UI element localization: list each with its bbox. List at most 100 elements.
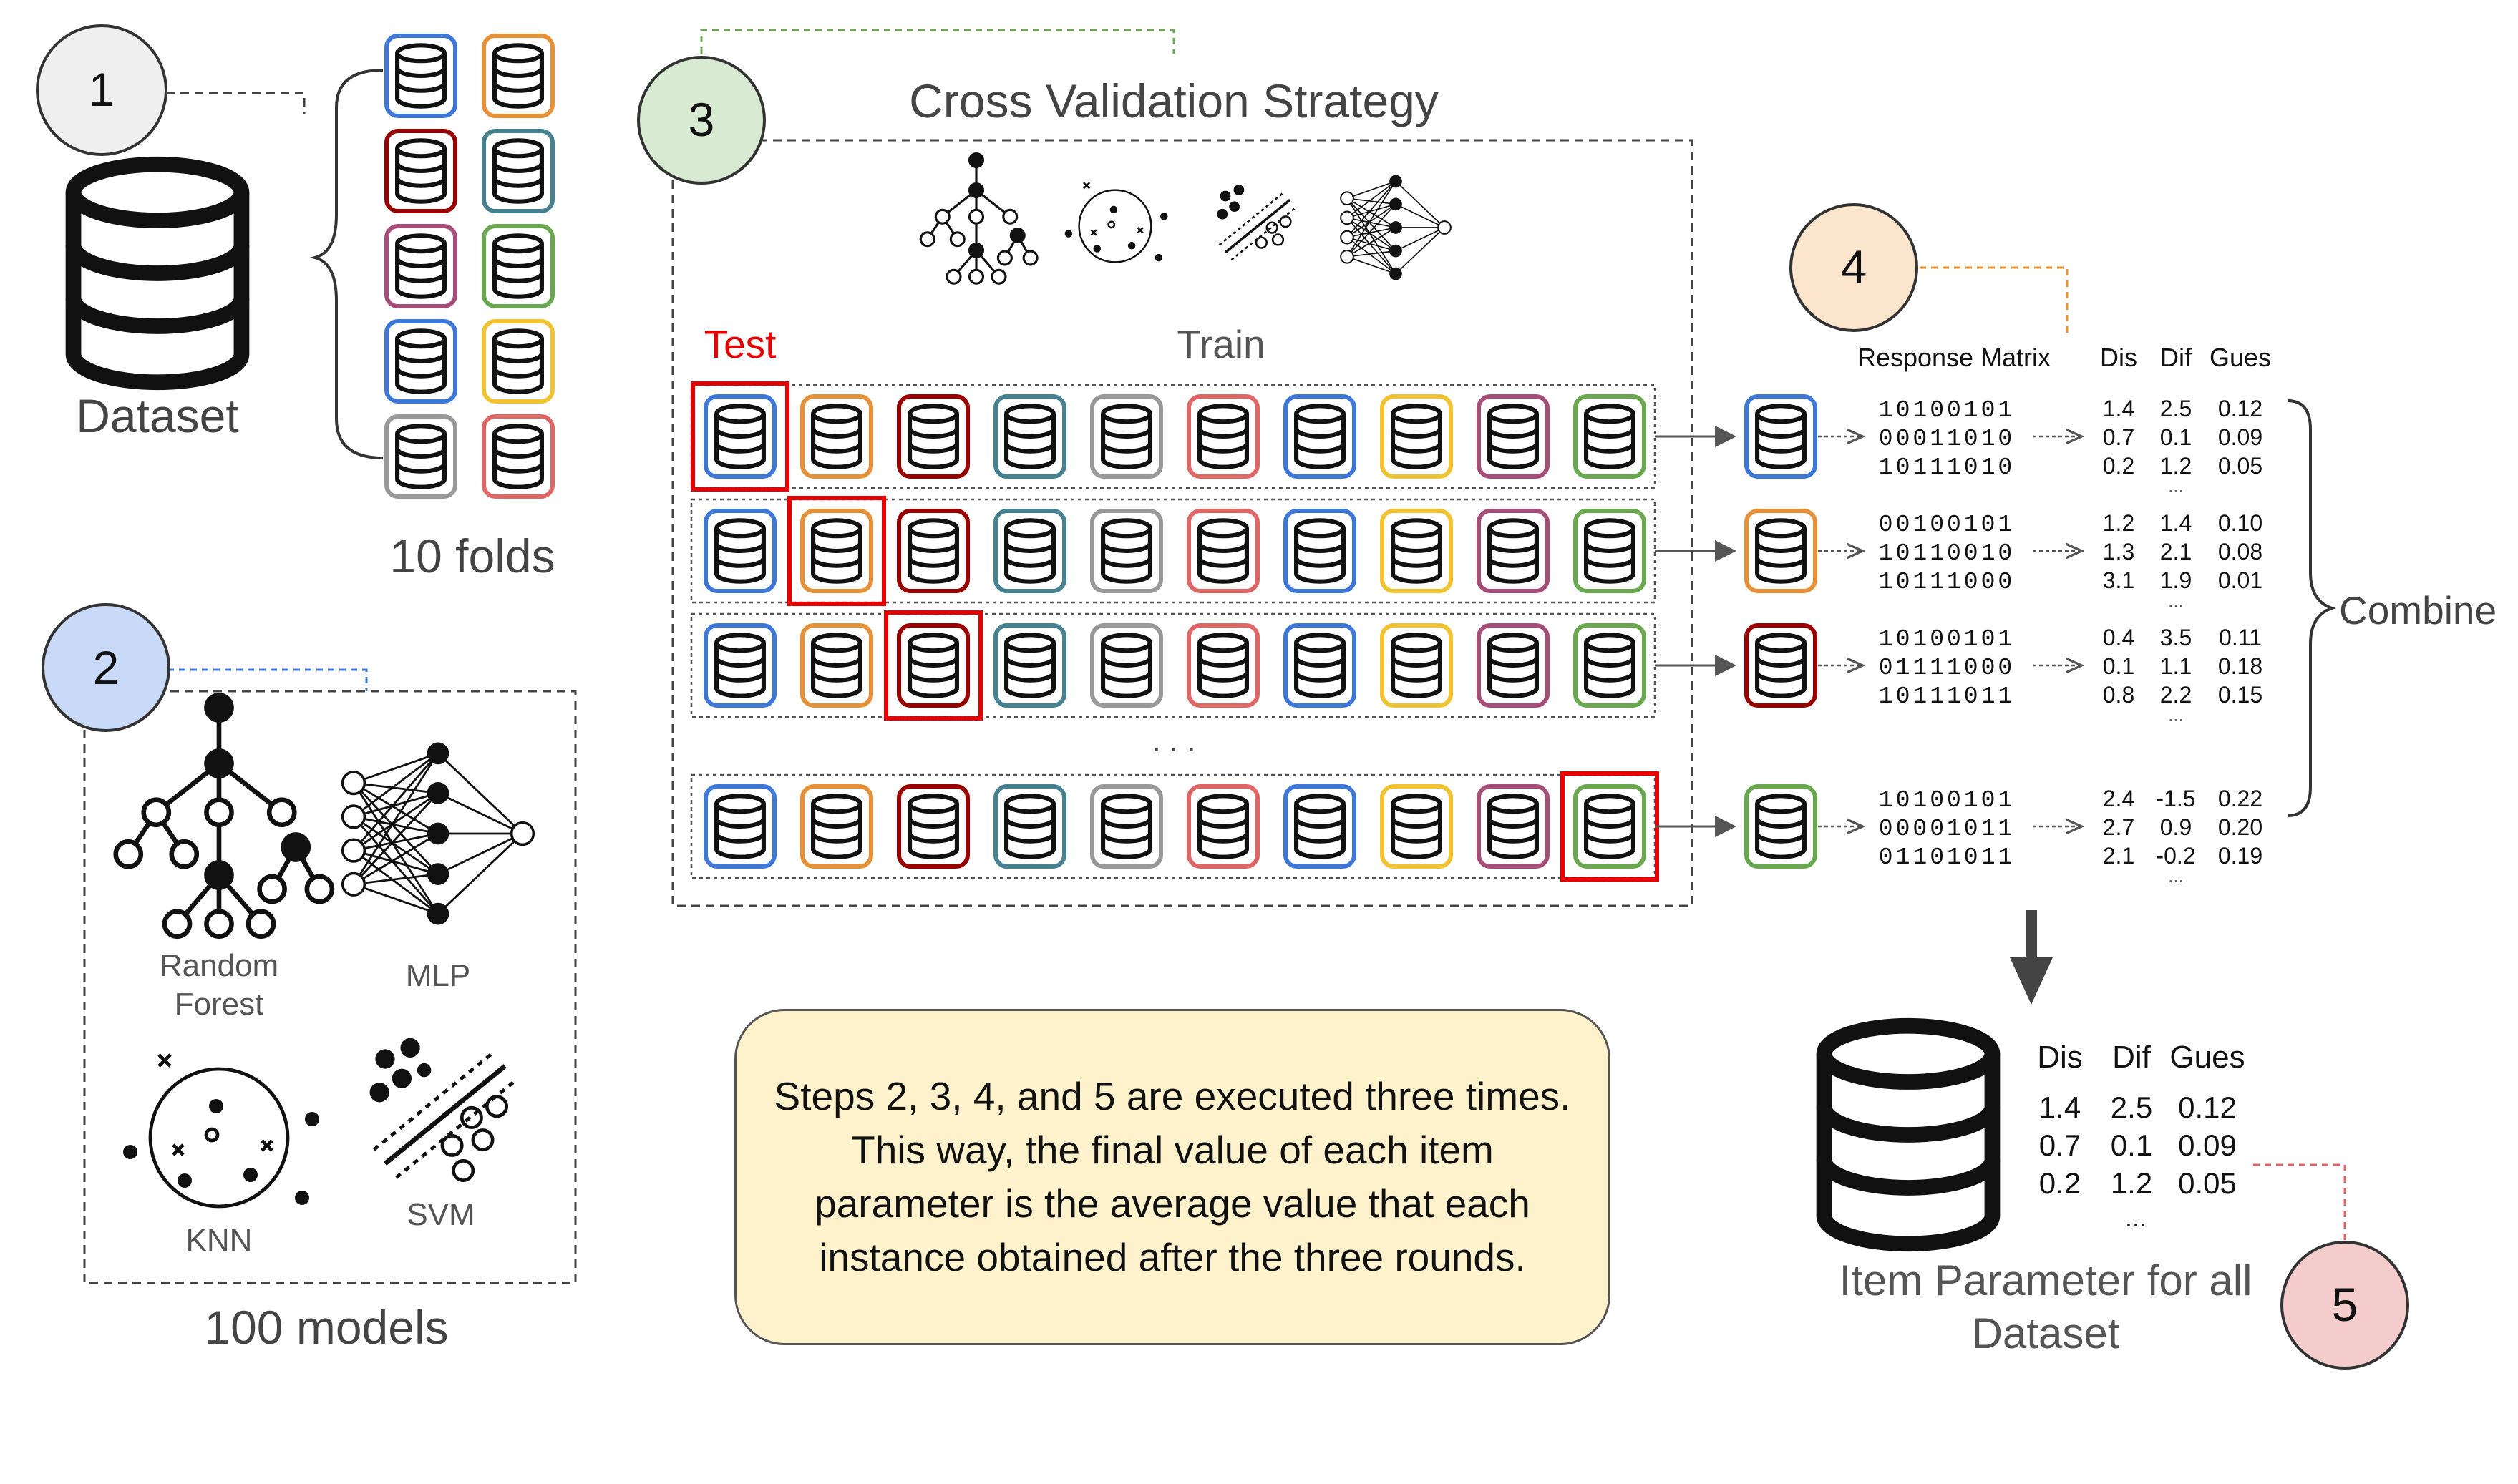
cv-fold-icon <box>1283 394 1356 479</box>
step-2-number: 2 <box>93 641 120 694</box>
param-value: -1.5 <box>2156 786 2195 811</box>
ten-folds-label: 10 folds <box>389 529 555 582</box>
test-fold-highlight <box>787 496 886 606</box>
cv-fold-icon <box>1477 394 1550 479</box>
note-box: Steps 2, 3, 4, and 5 are executed three … <box>734 1009 1610 1345</box>
param-value: 3.5 <box>2160 625 2192 650</box>
param-ellipsis: ... <box>2168 865 2184 887</box>
mlp-label: MLP <box>406 958 470 993</box>
cv-fold-icon <box>897 509 970 593</box>
step-3-number: 3 <box>689 93 715 146</box>
param-value: 1.4 <box>2160 510 2192 536</box>
final-param-value: 2.5 <box>2111 1090 2152 1124</box>
param-value: 0.4 <box>2103 625 2134 650</box>
step-3-badge <box>637 56 766 185</box>
param-value: 0.12 <box>2218 396 2262 421</box>
param-value: 1.9 <box>2160 567 2192 593</box>
param-value: 1.4 <box>2103 396 2134 421</box>
random-forest-label-2: Forest <box>175 987 264 1022</box>
param-value: 1.3 <box>2103 539 2134 565</box>
header-dis: Dis <box>2100 343 2137 372</box>
cv-rows <box>690 381 1861 882</box>
final-param-value: 0.05 <box>2178 1166 2237 1200</box>
final-header-dis: Dis <box>2037 1040 2083 1075</box>
param-value: 0.9 <box>2160 814 2192 840</box>
final-dataset-icon <box>1824 1026 1993 1244</box>
step-5-number: 5 <box>2332 1278 2358 1331</box>
response-vector: 01111000 <box>1879 655 2015 681</box>
cv-fold-icon <box>1477 509 1550 593</box>
param-value: 3.1 <box>2103 567 2134 593</box>
final-param-value: 0.09 <box>2178 1128 2237 1162</box>
cv-title: Cross Validation Strategy <box>909 74 1439 127</box>
param-value: 0.1 <box>2103 653 2134 679</box>
response-vector: 00011010 <box>1879 426 2015 452</box>
cv-fold-icon <box>1187 623 1260 708</box>
cv-fold-icon <box>1283 623 1356 708</box>
param-ellipsis: ... <box>2168 704 2184 726</box>
mlp-icon <box>341 742 535 925</box>
cv-fold-icon <box>1573 509 1646 593</box>
cv-fold-icon <box>704 394 777 479</box>
fold-icon <box>482 414 555 499</box>
fold-icon <box>482 129 555 213</box>
param-value: 1.2 <box>2103 510 2134 536</box>
cv-fold-icon <box>800 509 873 593</box>
random-forest-icon <box>113 693 335 939</box>
hundred-models-label: 100 models <box>204 1301 448 1354</box>
param-value: 1.2 <box>2160 453 2192 479</box>
param-value: 0.7 <box>2103 424 2134 450</box>
cv-fold-icon <box>1573 784 1646 869</box>
fold-icon <box>384 414 457 499</box>
cv-knn-icon <box>1064 182 1168 263</box>
svm-label: SVM <box>407 1197 475 1232</box>
cv-fold-icon <box>993 394 1066 479</box>
param-value: 0.1 <box>2160 424 2192 450</box>
response-vector: 10110010 <box>1879 540 2015 567</box>
down-arrow-icon <box>2010 910 2053 1005</box>
fold-grid <box>384 34 555 499</box>
item-param-label-1: Item Parameter for all <box>1839 1256 2252 1304</box>
final-param-value: 0.1 <box>2111 1128 2152 1162</box>
cv-fold-icon <box>704 509 777 593</box>
test-fold-icon <box>1744 623 1817 708</box>
param-value: 0.8 <box>2103 682 2134 708</box>
response-vector: 10111011 <box>1879 683 2015 710</box>
cv-fold-icon <box>897 394 970 479</box>
param-value: 1.1 <box>2160 653 2192 679</box>
test-label: Test <box>704 322 777 366</box>
cv-fold-icon <box>1090 394 1163 479</box>
step-4-connector <box>1920 266 2069 336</box>
cv-mlp-icon <box>1340 175 1452 280</box>
response-vector: 00100101 <box>1879 512 2015 538</box>
cv-fold-icon <box>800 394 873 479</box>
param-value: 0.08 <box>2218 539 2262 565</box>
cv-fold-icon <box>897 784 970 869</box>
fold-icon <box>482 34 555 118</box>
step-1-connector <box>166 92 306 114</box>
svm-icon <box>369 1038 517 1182</box>
param-value: 0.09 <box>2218 424 2262 450</box>
cv-fold-icon <box>800 784 873 869</box>
param-value: 0.18 <box>2218 653 2262 679</box>
cv-svm-icon <box>1217 185 1297 261</box>
knn-label: KNN <box>186 1223 253 1258</box>
final-param-value: 0.2 <box>2039 1166 2081 1200</box>
cv-row <box>690 610 1861 721</box>
random-forest-label-1: Random <box>160 948 278 983</box>
response-vector: 00001011 <box>1879 816 2015 842</box>
final-header-dif: Dif <box>2112 1040 2152 1075</box>
param-value: 0.2 <box>2103 453 2134 479</box>
cv-fold-icon <box>1187 394 1260 479</box>
final-param-value: 1.4 <box>2039 1090 2081 1124</box>
response-vector: 10111000 <box>1879 569 2015 595</box>
cv-fold-icon <box>1380 394 1453 479</box>
cv-fold-icon <box>1090 784 1163 869</box>
fold-icon <box>482 224 555 308</box>
param-value: 2.2 <box>2160 682 2192 708</box>
param-value: 2.1 <box>2160 539 2192 565</box>
final-param-value: 0.7 <box>2039 1128 2081 1162</box>
final-param-value: 1.2 <box>2111 1166 2152 1200</box>
